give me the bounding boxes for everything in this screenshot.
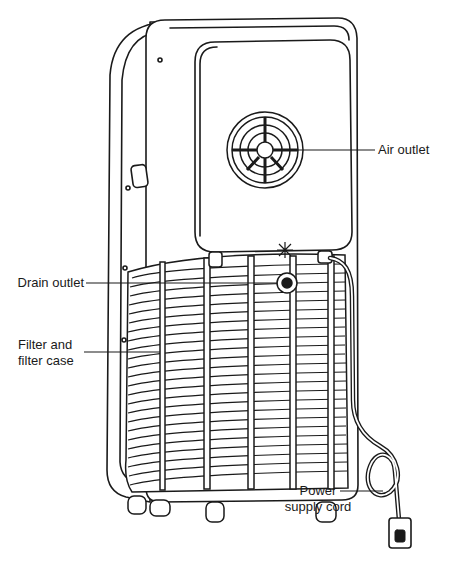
leader-line <box>340 490 383 491</box>
part-label: Power supply cord <box>282 483 354 515</box>
fan-ring <box>257 142 273 158</box>
unit-body <box>107 18 358 502</box>
handle-recess <box>131 164 149 188</box>
upper-drain-plug <box>209 252 222 267</box>
grille-bar <box>248 256 254 489</box>
screw <box>158 58 162 62</box>
plug-body <box>389 518 411 548</box>
screw <box>126 186 130 190</box>
cord-core <box>330 258 399 520</box>
grille-frame <box>126 254 348 492</box>
leader-line <box>298 149 375 150</box>
filter-grille <box>126 254 348 492</box>
drain-outlet-core <box>282 278 292 288</box>
fan-ring <box>232 117 298 183</box>
cord-outline <box>330 258 399 520</box>
grille-bar <box>328 256 334 489</box>
screw <box>122 338 126 342</box>
caster <box>150 500 170 516</box>
frost-symbol <box>277 242 293 258</box>
fan-spokes <box>232 117 298 183</box>
rear-face-inner <box>170 26 349 40</box>
fan-ring <box>227 112 303 188</box>
air-outlet-fan <box>227 112 303 188</box>
caster <box>206 502 224 522</box>
leader-lines <box>84 150 383 491</box>
screw <box>123 266 127 270</box>
leader-line <box>84 351 160 352</box>
plug-face <box>395 530 405 542</box>
part-label: Drain outlet <box>4 275 84 291</box>
fittings <box>209 242 332 293</box>
leader-line <box>86 282 278 283</box>
grille-bar <box>204 258 210 489</box>
upper-panel-edge <box>200 47 217 236</box>
part-label: Air outlet <box>378 142 453 158</box>
caster <box>128 496 146 514</box>
drain-outlet <box>277 273 297 293</box>
upper-panel <box>195 40 352 252</box>
grille-bar <box>160 262 165 490</box>
part-label: Filter and filter case <box>18 337 84 369</box>
